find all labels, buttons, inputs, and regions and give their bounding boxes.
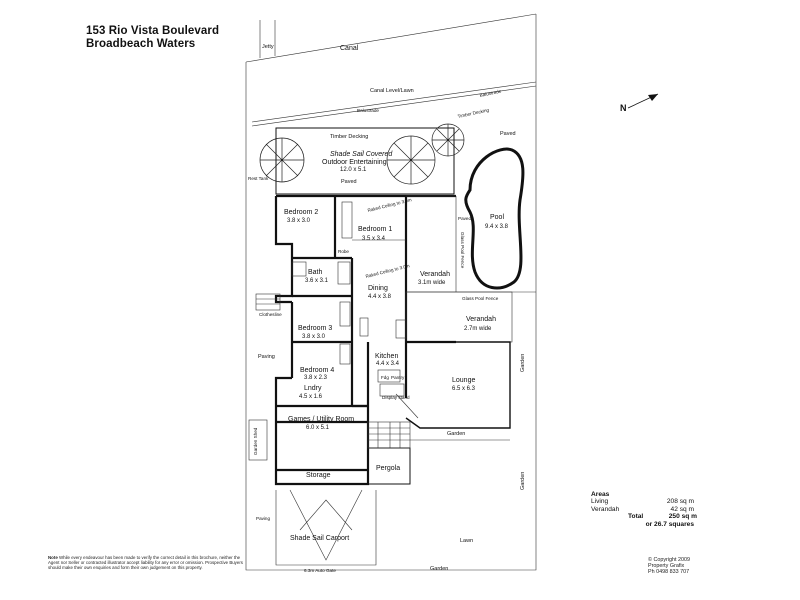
jetty-label: Jetty <box>262 44 274 50</box>
dining-dim: 4.4 x 3.8 <box>368 294 392 300</box>
balustrade-label: Balustrade <box>357 108 379 113</box>
verandah2-dim: 2.7m wide <box>464 326 492 332</box>
bed3-name: Bedroom 3 <box>298 325 332 332</box>
clothesline-label: Clothesline <box>259 312 282 317</box>
balustrade-label-2: Balustrade <box>479 88 502 98</box>
living-label: Living <box>591 498 609 506</box>
areas-table: Areas Living 208 sq m Verandah 42 sq m Tot… <box>591 491 697 528</box>
copyright-line2: Property Grafix <box>648 563 685 569</box>
glass-pool-fence-label: Glass Pool Fence <box>462 296 499 301</box>
robe-1: Robe <box>338 249 349 254</box>
garden-label-right: Garden <box>520 354 526 372</box>
note-text: While every endeavour has been made to v… <box>48 555 243 570</box>
garden-label-2: Garden <box>430 566 448 572</box>
lawn-label: Lawn <box>460 538 473 544</box>
disclaimer-note: Note While every endeavour has been made… <box>48 555 248 570</box>
verandah-area-value: 42 sq m <box>670 505 694 513</box>
carport-label: Shade Sail Carport <box>290 535 349 542</box>
bed2-dim: 3.8 x 3.0 <box>287 218 311 224</box>
games-name: Games / Utility Room <box>288 416 354 423</box>
paved-label-2: Paved <box>500 131 516 137</box>
games-dim: 6.0 x 5.1 <box>306 425 330 431</box>
outdoor-line2: Outdoor Entertaining <box>322 159 387 166</box>
areas-title: Areas <box>591 491 610 498</box>
carport-outline <box>275 490 377 566</box>
lndry-dim: 4.5 x 1.6 <box>299 394 323 400</box>
verandah1-dim: 3.1m wide <box>418 280 446 286</box>
address-line2: Broadbeach Waters <box>86 38 196 50</box>
verandah1-name: Verandah <box>420 271 450 278</box>
canal-label: Canal <box>340 45 359 52</box>
paved-label: Paved <box>341 179 357 185</box>
auto-gate-label: 6.3m Auto Gate <box>304 568 336 573</box>
dining-name: Dining <box>368 285 388 292</box>
bed3-dim: 3.8 x 3.0 <box>302 334 326 340</box>
bath-dim: 3.6 x 3.1 <box>305 278 329 284</box>
bed4-name: Bedroom 4 <box>300 367 334 374</box>
bed4-dim: 3.8 x 2.3 <box>304 375 328 381</box>
shade-sail-label-left: Rest Tank <box>248 176 269 181</box>
pantry-label: Pantry <box>391 375 405 380</box>
verandah-area-label: Verandah <box>591 505 620 513</box>
bed1-dim: 3.5 x 3.4 <box>362 236 386 242</box>
svg-text:N: N <box>620 103 627 113</box>
copyright-block: © Copyright 2009 Property Grafix Ph 0498… <box>648 557 690 575</box>
raked-ceiling-2: Raked Ceiling to 3.0m <box>365 263 410 279</box>
kitchen-name: Kitchen <box>375 353 398 360</box>
total-label: Total <box>628 513 644 521</box>
paved-pool-label: Paved <box>458 216 471 221</box>
garden-label-1: Garden <box>447 431 465 437</box>
palm-tree-icon <box>386 135 436 185</box>
block-canal-edge <box>245 13 537 63</box>
steps <box>367 421 411 449</box>
living-value: 208 sq m <box>666 498 694 506</box>
timber-decking-label: Timber Decking <box>330 134 368 140</box>
paving-label: Paving <box>258 354 275 360</box>
garden-shed-outline <box>248 419 268 461</box>
pool-fence-label-vertical: Glass Pool Fence <box>460 232 465 269</box>
canal-level-label: Canal Level/Lawn <box>370 88 414 94</box>
pool-dim: 9.4 x 3.8 <box>485 224 509 230</box>
bed1-name: Bedroom 1 <box>358 226 392 233</box>
verandah2-name: Verandah <box>466 316 496 323</box>
outdoor-dim: 12.0 x 5.1 <box>340 167 367 173</box>
paving-label-2: Paving <box>256 516 270 521</box>
squares-value: or 26.7 squares <box>645 520 694 528</box>
outdoor-area-outline <box>275 127 455 195</box>
carport-sail <box>289 489 363 561</box>
lounge-name: Lounge <box>452 377 475 384</box>
lounge-dim: 6.5 x 6.3 <box>452 386 476 392</box>
clothesline-icon <box>255 293 281 311</box>
copyright-line1: © Copyright 2009 <box>648 557 691 563</box>
bath-name: Bath <box>308 269 323 276</box>
timber-decking-label-2: Timber Decking <box>457 107 490 119</box>
garden-shed-label: Garden Shed <box>253 427 258 455</box>
fridge-label: Fdg <box>381 375 389 380</box>
pool-name: Pool <box>490 214 504 221</box>
lounge-walls <box>405 341 511 429</box>
garden-label-right-2: Garden <box>520 472 526 490</box>
address-line1: 153 Rio Vista Boulevard <box>86 25 220 37</box>
kitchen-dim: 4.4 x 3.4 <box>376 361 400 367</box>
storage-name: Storage <box>306 472 331 479</box>
balustrade-line <box>251 81 537 123</box>
display-stand-label: Display stand <box>382 395 410 400</box>
copyright-line3: Ph 0498 833 707 <box>648 569 690 575</box>
pergola-label: Pergola <box>376 465 400 472</box>
palm-tree-icon <box>259 137 305 183</box>
note-label: Note <box>48 555 58 560</box>
outdoor-line1: Shade Sail Covered <box>330 151 393 158</box>
total-value: 250 sq m <box>668 513 697 521</box>
north-arrow-icon: N <box>620 93 659 113</box>
pool-outline <box>464 147 525 290</box>
bed2-name: Bedroom 2 <box>284 209 318 216</box>
lndry-name: Lndry <box>304 385 322 392</box>
palm-tree-icon <box>431 123 465 157</box>
